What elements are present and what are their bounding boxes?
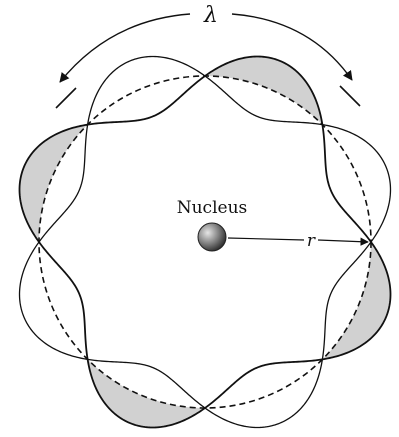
radius-line-left [228,238,304,240]
nucleus-label: Nucleus [177,198,248,218]
radius-arrow [318,240,368,242]
wavelength-indicator: λ [56,3,360,108]
radius-label: r [307,231,316,251]
wavelength-tick-right [340,86,360,106]
wavelength-tick-left [56,88,76,108]
nucleus: Nucleus [177,198,248,251]
wavelength-label: λ [203,3,218,28]
nucleus-sphere [198,223,226,251]
wavelength-arc-left [60,14,190,82]
radius-indicator: r [228,231,368,251]
